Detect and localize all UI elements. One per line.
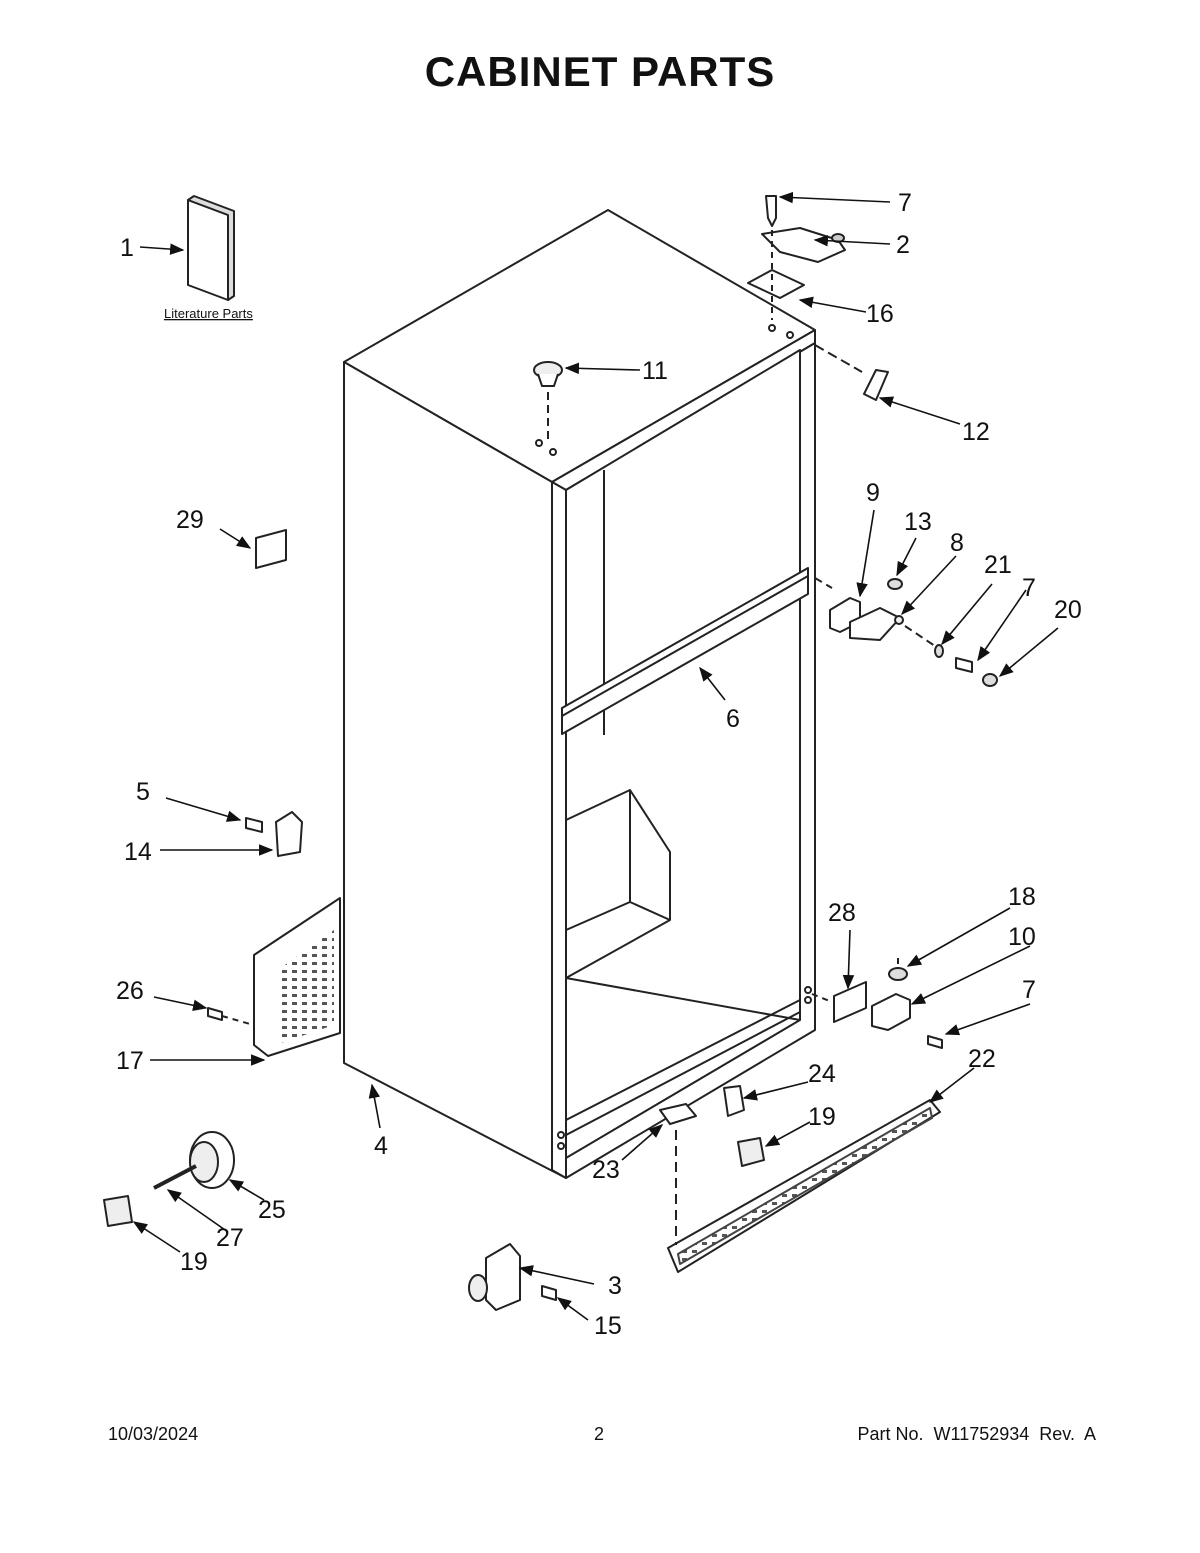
callout-6: 6 <box>726 705 740 733</box>
callout-29: 29 <box>176 506 204 534</box>
callout-27: 27 <box>216 1224 244 1252</box>
callout-1: 1 <box>120 234 134 262</box>
pad-19-right <box>737 1137 765 1167</box>
callout-2: 2 <box>896 231 910 259</box>
callout-18: 18 <box>1008 883 1036 911</box>
callout-15: 15 <box>594 1312 622 1340</box>
caster-wheel <box>153 1131 235 1190</box>
callout-7-top: 7 <box>898 189 912 217</box>
center-hinge <box>814 577 998 687</box>
page-title: CABINET PARTS <box>424 48 776 95</box>
callout-8: 8 <box>950 529 964 557</box>
callout-9: 9 <box>866 479 880 507</box>
label-part <box>255 529 287 569</box>
callout-3: 3 <box>608 1272 622 1300</box>
side-bracket <box>245 811 303 857</box>
callout-7-mid: 7 <box>1022 574 1036 602</box>
callout-5: 5 <box>136 778 150 806</box>
callout-22: 22 <box>968 1045 996 1073</box>
cabinet-body <box>343 209 816 1179</box>
callout-17: 17 <box>116 1047 144 1075</box>
callout-20: 20 <box>1054 596 1082 624</box>
plug-part <box>533 361 563 440</box>
roller-bracket <box>468 1243 557 1311</box>
callout-7-bottom: 7 <box>1022 976 1036 1004</box>
callout-26: 26 <box>116 977 144 1005</box>
mullion-bar <box>561 567 809 735</box>
hinge-cover <box>863 369 889 401</box>
footer-date: 10/03/2024 <box>108 1424 199 1444</box>
leader-lines <box>132 191 1059 1321</box>
callout-25: 25 <box>258 1196 286 1224</box>
toe-grille <box>667 1099 941 1273</box>
literature-book <box>187 195 235 301</box>
callout-19-left: 19 <box>180 1248 208 1276</box>
callout-14: 14 <box>124 838 152 866</box>
callout-23: 23 <box>592 1156 620 1184</box>
callout-16: 16 <box>866 300 894 328</box>
bottom-hinge <box>811 958 943 1049</box>
callout-13: 13 <box>904 508 932 536</box>
callout-19-right: 19 <box>808 1103 836 1131</box>
pad-19-left <box>103 1195 133 1227</box>
callout-24: 24 <box>808 1060 836 1088</box>
clip-24 <box>723 1085 745 1117</box>
literature-parts-label: Literature Parts <box>164 306 253 321</box>
callout-28: 28 <box>828 899 856 927</box>
callout-4: 4 <box>374 1132 388 1160</box>
callout-12: 12 <box>962 418 990 446</box>
callout-11: 11 <box>642 357 668 385</box>
footer-page-number: 2 <box>594 1424 605 1444</box>
callout-labels: 1 2 3 4 5 6 7 7 7 8 9 10 11 12 13 14 15 … <box>116 189 1082 1340</box>
footer-part-number: Part No. W11752934 Rev. A <box>857 1424 1096 1444</box>
clip-23 <box>659 1103 697 1125</box>
callout-21: 21 <box>984 551 1012 579</box>
callout-10: 10 <box>1008 923 1036 951</box>
rear-access-panel <box>253 897 341 1057</box>
